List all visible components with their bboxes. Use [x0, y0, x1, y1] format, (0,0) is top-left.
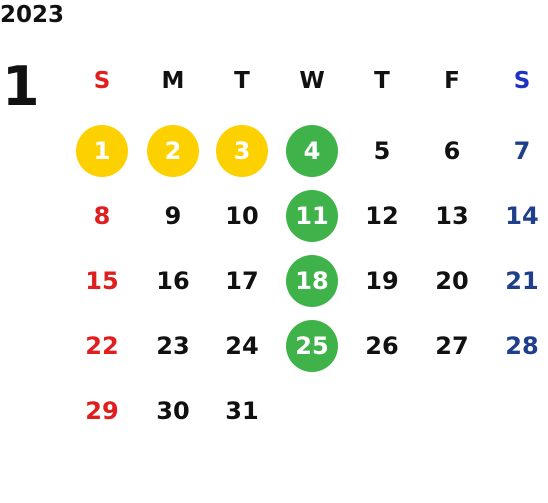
- calendar-day[interactable]: 29: [85, 397, 119, 425]
- weekday-header: F: [444, 68, 460, 94]
- calendar-day[interactable]: 3: [216, 125, 268, 177]
- calendar-day[interactable]: 22: [85, 332, 119, 360]
- calendar-day[interactable]: 20: [435, 267, 469, 295]
- calendar-day[interactable]: 12: [365, 202, 399, 230]
- calendar-day[interactable]: 6: [443, 137, 461, 165]
- calendar-day[interactable]: 24: [225, 332, 259, 360]
- calendar-day[interactable]: 23: [156, 332, 190, 360]
- calendar-day[interactable]: 8: [93, 202, 111, 230]
- year-label: 2023: [0, 2, 65, 28]
- calendar-day[interactable]: 4: [286, 125, 338, 177]
- month-number: 1: [2, 55, 40, 118]
- calendar-day[interactable]: 21: [505, 267, 539, 295]
- weekday-header: T: [234, 68, 250, 94]
- calendar-day[interactable]: 25: [286, 320, 338, 372]
- calendar-day[interactable]: 9: [164, 202, 182, 230]
- weekday-header: M: [161, 68, 185, 94]
- calendar-day[interactable]: 28: [505, 332, 539, 360]
- calendar-day[interactable]: 17: [225, 267, 259, 295]
- calendar-day[interactable]: 26: [365, 332, 399, 360]
- calendar-day[interactable]: 16: [156, 267, 190, 295]
- weekday-header: T: [374, 68, 390, 94]
- calendar-day[interactable]: 14: [505, 202, 539, 230]
- calendar-day[interactable]: 7: [513, 137, 531, 165]
- calendar-day[interactable]: 10: [225, 202, 259, 230]
- calendar-day[interactable]: 18: [286, 255, 338, 307]
- calendar-day[interactable]: 27: [435, 332, 469, 360]
- calendar-day[interactable]: 5: [373, 137, 391, 165]
- weekday-header: W: [299, 68, 325, 94]
- calendar-day[interactable]: 15: [85, 267, 119, 295]
- calendar-day[interactable]: 2: [147, 125, 199, 177]
- calendar-day[interactable]: 31: [225, 397, 259, 425]
- calendar-day[interactable]: 30: [156, 397, 190, 425]
- calendar-day[interactable]: 1: [76, 125, 128, 177]
- weekday-header: S: [93, 68, 111, 94]
- calendar-day[interactable]: 13: [435, 202, 469, 230]
- weekday-header: S: [513, 68, 531, 94]
- calendar-day[interactable]: 19: [365, 267, 399, 295]
- calendar-day[interactable]: 11: [286, 190, 338, 242]
